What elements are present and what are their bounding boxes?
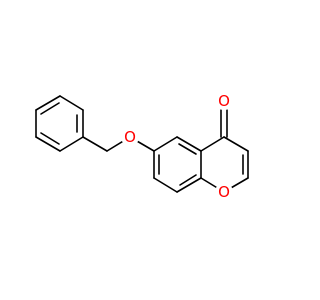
- bond: [153, 136, 178, 152]
- pyranone-ring: [200, 109, 249, 193]
- bond: [59, 95, 84, 111]
- bond: [35, 95, 61, 111]
- double-bond-inner: [40, 102, 60, 115]
- bond: [176, 177, 202, 193]
- benzyloxy-linker: [82, 136, 155, 152]
- bond: [153, 177, 178, 193]
- ring-oxygen: O: [215, 183, 233, 201]
- bond: [176, 136, 202, 152]
- phenyl-ring: [35, 95, 84, 152]
- bond: [35, 136, 61, 152]
- chemical-structure-drawing: O O O: [35, 92, 249, 201]
- atom-label-ether-o: O: [124, 128, 136, 146]
- atom-labels: O O O: [121, 92, 233, 201]
- atom-label-carbonyl-o: O: [218, 92, 230, 110]
- double-bond-inner: [179, 174, 197, 186]
- double-bond-inner: [178, 143, 197, 155]
- bond: [59, 136, 84, 152]
- bond: [223, 136, 249, 152]
- bond: [82, 136, 108, 152]
- benzo-ring: [153, 136, 202, 193]
- carbonyl-oxygen: O: [215, 92, 233, 110]
- ether-oxygen: O: [121, 128, 139, 146]
- double-bond-inner: [40, 132, 60, 145]
- bond: [200, 136, 225, 152]
- atom-label-ring-o: O: [218, 183, 230, 201]
- molecule-canvas: O O O: [35, 92, 249, 201]
